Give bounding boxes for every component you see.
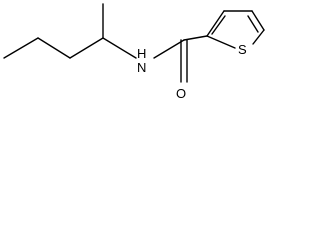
ring-bond-c4-c5 <box>251 10 265 31</box>
bond-carbonyl-ring <box>183 35 208 41</box>
ring-double-bond-c4-c5 <box>247 15 259 33</box>
nitrogen-label: N <box>137 60 146 75</box>
hydrogen-label: H <box>137 46 146 61</box>
structure-drawing: N H O S <box>3 3 265 101</box>
ring-double-bond-c2-c3 <box>211 15 226 35</box>
ring-bond-c2-c3 <box>206 10 225 37</box>
bond-n-carbonyl <box>153 39 185 59</box>
bond-c3-c4 <box>69 37 104 59</box>
molecule-diagram: N H O S <box>0 0 281 103</box>
oxygen-label: O <box>176 86 186 101</box>
ring-bond-c5-s <box>252 29 265 45</box>
bond-c4-n <box>102 37 137 59</box>
bond-c2-c3 <box>37 37 71 59</box>
sulfur-label: S <box>238 42 247 57</box>
ring-bond-s-c2 <box>206 35 236 49</box>
bond-c1-c2 <box>3 37 39 59</box>
